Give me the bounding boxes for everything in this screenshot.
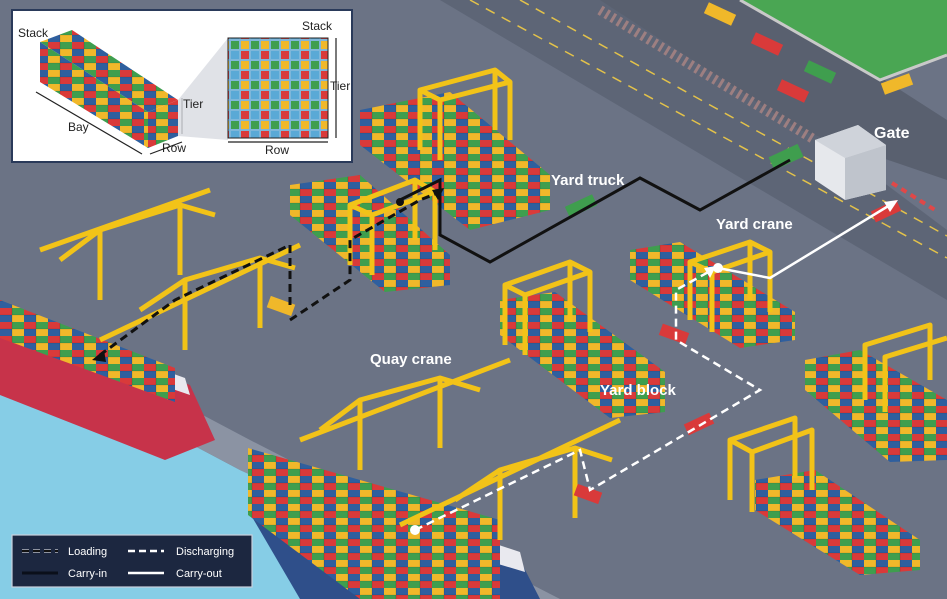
inset-bay-arrow xyxy=(35,91,143,155)
road-lane-lines xyxy=(469,0,947,259)
quay-crane-1 xyxy=(39,187,216,300)
quay-cranes xyxy=(39,187,622,540)
label-gate: Gate xyxy=(874,125,910,142)
inset-projection xyxy=(178,38,228,140)
discharging-arrow-head xyxy=(704,266,716,278)
truck-quay-2 xyxy=(266,295,296,317)
inset-block-left xyxy=(40,42,148,148)
inset-grid-front xyxy=(227,37,329,139)
road-truck-1 xyxy=(703,2,737,26)
inset-label-row-left: Row xyxy=(162,141,186,155)
legend-panel xyxy=(11,534,253,588)
yard-block-6 xyxy=(755,470,920,575)
inset-row-arrow xyxy=(149,141,183,155)
inset-label-tier-left: Tier xyxy=(183,97,203,111)
inset-label-row-right: Row xyxy=(265,143,289,157)
gate-house xyxy=(815,125,937,212)
discharging-start xyxy=(410,525,420,535)
carry-in-path xyxy=(399,158,791,264)
quay-crane-2 xyxy=(98,242,302,350)
ship-cargo-2 xyxy=(248,448,500,599)
road-truck-5 xyxy=(880,73,914,95)
loading-path-1 xyxy=(289,190,441,322)
inset-label-stack-right: Stack xyxy=(302,19,333,33)
rtg-crane-6 xyxy=(727,415,815,512)
legend-label-loading: Loading xyxy=(68,546,107,558)
label-yard-truck: Yard truck xyxy=(551,172,625,189)
label-quay-crane: Quay crane xyxy=(370,351,452,368)
legend-label-carry-out: Carry-out xyxy=(176,568,222,580)
grass-border xyxy=(739,0,947,82)
gate-road xyxy=(440,0,947,300)
carry-out-start xyxy=(713,263,723,273)
flow-lines xyxy=(92,158,898,535)
road-truck-4 xyxy=(803,60,837,84)
loading-path-2 xyxy=(99,242,292,357)
road-truck-2 xyxy=(750,32,784,56)
yard-block-5 xyxy=(805,350,947,462)
truck-quay-1 xyxy=(573,483,603,505)
ship-cargo-1 xyxy=(0,300,175,402)
inset-label-tier-right: Tier xyxy=(330,79,350,93)
inset-block-top xyxy=(40,30,178,112)
inset-label-bay: Bay xyxy=(68,120,89,134)
stacking-inset: Stack Bay Row Tier Stack Tier Row xyxy=(11,9,353,163)
discharging-path xyxy=(414,268,763,532)
yard-block-1 xyxy=(360,92,550,230)
label-yard-crane: Yard crane xyxy=(716,216,793,233)
label-yard-block: Yard block xyxy=(600,382,677,399)
gate-truck-1 xyxy=(768,143,804,171)
carry-out-arrow-head xyxy=(884,200,898,212)
truck-discharge-1 xyxy=(658,323,690,345)
rtg-crane-3 xyxy=(502,259,593,355)
yard-block-3 xyxy=(500,292,665,418)
carry-out-path xyxy=(717,203,891,280)
legend: Loading Discharging Carry-in Carry-out xyxy=(11,534,253,588)
inset-block-right xyxy=(148,100,178,148)
legend-label-carry-in: Carry-in xyxy=(68,568,107,580)
loading-arrow-head-2 xyxy=(92,350,106,362)
inset-label-stack-left: Stack xyxy=(18,26,49,40)
yard-blocks xyxy=(290,92,947,575)
yard-truck-vehicle xyxy=(564,194,598,218)
carry-in-end xyxy=(396,198,404,206)
quay-crane-4 xyxy=(398,417,622,540)
rtg-crane-1 xyxy=(417,67,513,160)
harbor-water xyxy=(0,330,520,599)
rtg-crane-5 xyxy=(862,322,947,412)
rtg-crane-4 xyxy=(687,239,773,332)
road-truck-3 xyxy=(776,79,810,103)
legend-label-discharging: Discharging xyxy=(176,546,234,558)
grass-area xyxy=(740,0,947,80)
quay-crane-3 xyxy=(299,357,511,470)
